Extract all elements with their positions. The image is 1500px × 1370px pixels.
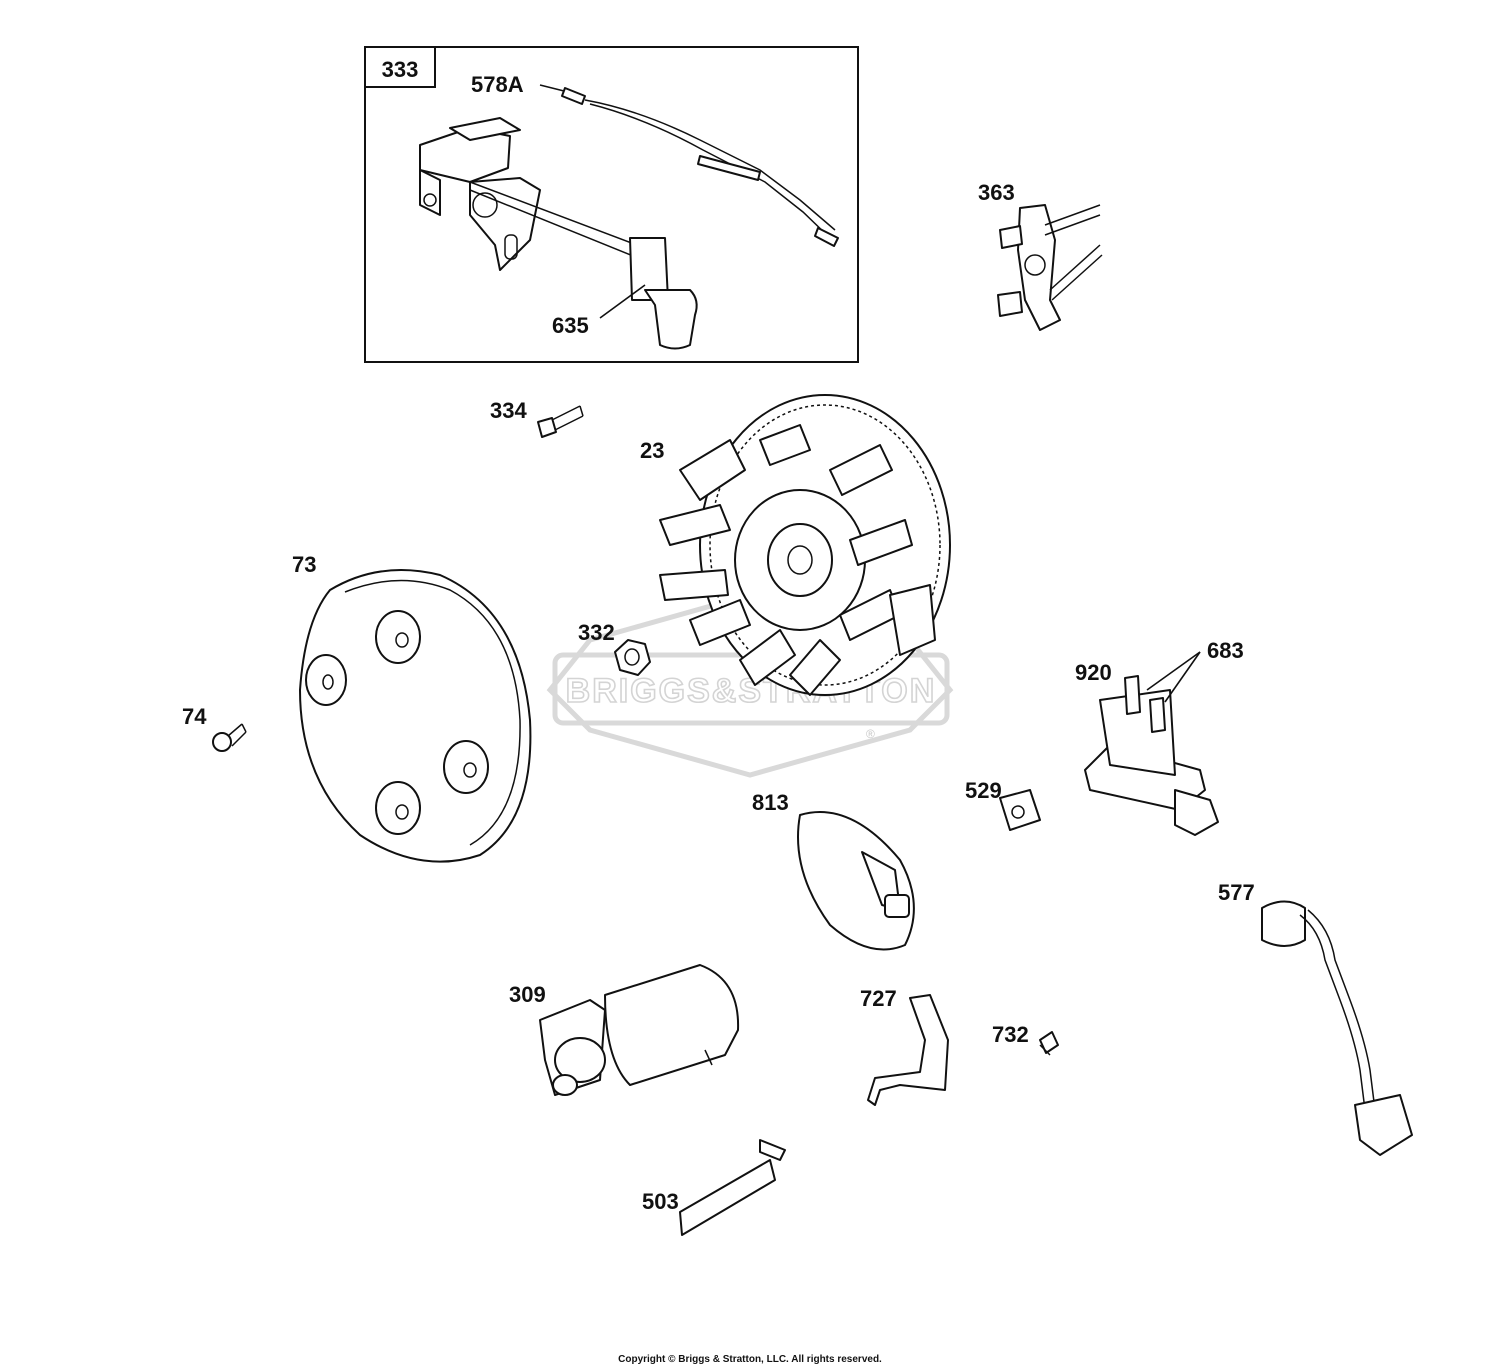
part-577-lead[interactable] <box>1261 900 1413 1156</box>
callout-23[interactable]: 23 <box>640 438 664 463</box>
part-578a-wire[interactable] <box>539 84 839 247</box>
part-813-clamp[interactable] <box>797 811 915 951</box>
callout-577[interactable]: 577 <box>1218 880 1255 905</box>
part-23-flywheel[interactable] <box>659 394 951 696</box>
part-73-cover[interactable] <box>299 569 532 863</box>
callout-309[interactable]: 309 <box>509 982 546 1007</box>
kit-333-box <box>364 46 859 363</box>
callout-920[interactable]: 920 <box>1075 660 1112 685</box>
callout-333[interactable]: 333 <box>382 57 419 82</box>
part-727-bracket[interactable] <box>867 994 949 1106</box>
callout-334[interactable]: 334 <box>490 398 527 423</box>
watermark-registered: ® <box>866 727 875 741</box>
callout-635[interactable]: 635 <box>552 313 589 338</box>
copyright-footer: Copyright © Briggs & Stratton, LLC. All … <box>618 1354 882 1365</box>
part-332-nut[interactable] <box>614 639 651 676</box>
callout-73[interactable]: 73 <box>292 552 316 577</box>
part-920-regulator[interactable] <box>1084 651 1219 836</box>
callout-732[interactable]: 732 <box>992 1022 1029 1047</box>
callout-727[interactable]: 727 <box>860 986 897 1011</box>
callout-813[interactable]: 813 <box>752 790 789 815</box>
part-732-fitting[interactable] <box>1039 1031 1059 1056</box>
callout-683[interactable]: 683 <box>1207 638 1244 663</box>
part-503-strip[interactable] <box>679 1139 786 1236</box>
part-74-screw[interactable] <box>212 723 247 752</box>
part-635-spark-boot[interactable] <box>599 237 698 350</box>
callout-332[interactable]: 332 <box>578 620 615 645</box>
part-529-grommet[interactable] <box>999 789 1041 831</box>
part-ignition-armature[interactable] <box>419 117 651 271</box>
part-309-starter[interactable] <box>539 964 740 1096</box>
part-334-bolt[interactable] <box>537 405 584 438</box>
callout-529[interactable]: 529 <box>965 778 1002 803</box>
part-363-bracket[interactable] <box>997 204 1103 331</box>
callout-363[interactable]: 363 <box>978 180 1015 205</box>
callout-74[interactable]: 74 <box>182 704 207 729</box>
callout-578a[interactable]: 578A <box>471 72 524 97</box>
callout-503[interactable]: 503 <box>642 1189 679 1214</box>
